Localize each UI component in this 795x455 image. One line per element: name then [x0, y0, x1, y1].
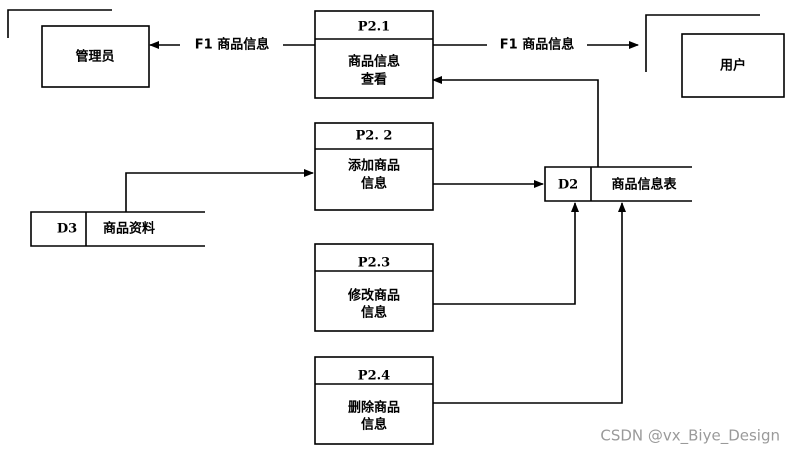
store-d2: D2 商品信息表 — [544, 166, 692, 202]
entity-user-label: 用户 — [719, 58, 746, 74]
process-p2-2: P2. 2 添加商品 信息 — [314, 122, 434, 211]
flow-to-admin-label-bg — [180, 36, 283, 54]
process-p2-4-line2: 信息 — [361, 417, 387, 433]
store-d2-outline — [544, 166, 692, 202]
flow-d3-to-p2-2 — [125, 169, 314, 212]
process-p2-4: P2.4 删除商品 信息 — [314, 356, 434, 445]
process-p2-1: P2.1 商品信息 查看 — [314, 10, 434, 99]
store-d2-name: 商品信息表 — [611, 177, 677, 193]
process-p2-3-line1: 修改商品 — [347, 288, 400, 304]
process-p2-3-line2: 信息 — [361, 305, 387, 321]
process-p2-4-box — [314, 356, 434, 445]
entity-user-shadow — [645, 14, 760, 72]
store-d3-name: 商品资料 — [103, 221, 155, 237]
process-p2-2-line2: 信息 — [361, 176, 387, 192]
process-p2-1-box — [314, 10, 434, 99]
entity-admin-shadow — [7, 9, 112, 38]
process-p2-4-line1: 删除商品 — [348, 400, 400, 416]
flow-p2-4-to-d2 — [433, 202, 626, 404]
flow-p2-3-to-d2 — [433, 202, 579, 305]
process-p2-2-line1: 添加商品 — [348, 158, 400, 174]
process-p2-1-line1: 商品信息 — [348, 54, 400, 70]
flow-p2-1-to-user: F1 商品信息 — [433, 36, 639, 54]
store-d3: D3 商品资料 — [30, 211, 205, 247]
flow-to-user-label: F1 商品信息 — [500, 37, 574, 53]
store-d3-outline — [30, 211, 205, 247]
process-p2-4-id: P2.4 — [358, 369, 390, 384]
flow-p2-1-to-admin: F1 商品信息 — [149, 36, 315, 54]
flow-to-user-label-bg — [487, 36, 587, 54]
store-d2-id: D2 — [558, 178, 578, 193]
process-p2-3-id: P2.3 — [358, 256, 390, 271]
entity-user-box — [681, 33, 785, 98]
process-p2-2-box — [314, 122, 434, 211]
entity-admin: 管理员 — [7, 9, 150, 88]
watermark-text: CSDN @vx_Biye_Design — [600, 427, 780, 446]
entity-admin-label: 管理员 — [75, 49, 114, 65]
process-p2-3-box — [314, 243, 434, 332]
entity-user: 用户 — [645, 14, 785, 98]
flow-to-admin-label: F1 商品信息 — [195, 37, 269, 53]
process-p2-3: P2.3 修改商品 信息 — [314, 243, 434, 332]
store-d3-id: D3 — [57, 222, 77, 237]
process-p2-1-line2: 查看 — [360, 72, 387, 88]
process-p2-2-id: P2. 2 — [356, 129, 393, 144]
process-p2-1-id: P2.1 — [358, 20, 390, 35]
entity-admin-box — [41, 25, 150, 88]
flow-d2-to-p2-1 — [432, 76, 599, 167]
